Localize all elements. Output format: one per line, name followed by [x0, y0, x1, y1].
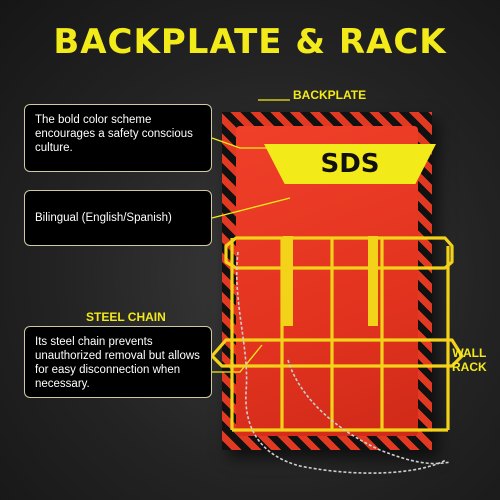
sds-text: SDS — [320, 149, 380, 179]
callout-color-scheme: The bold color scheme encourages a safet… — [24, 104, 212, 172]
callout-bilingual: Bilingual (English/Spanish) — [24, 190, 212, 246]
rack-label: RACK — [452, 360, 487, 374]
sds-banner: SDS — [264, 144, 436, 184]
connector-line-1 — [211, 137, 300, 149]
headline: BACKPLATE & RACK — [53, 22, 447, 62]
wall-rack-icon — [210, 236, 464, 432]
wall-rack-label: WALL RACK — [452, 346, 487, 374]
connector-line-2 — [211, 197, 291, 219]
wall-label: WALL — [452, 346, 487, 360]
steel-chain-label: STEEL CHAIN — [86, 310, 166, 324]
backplate-board: SDS — [222, 112, 436, 450]
backplate-label: BACKPLATE — [293, 88, 367, 102]
steel-chain-icon — [235, 251, 451, 474]
connector-line-3 — [212, 344, 263, 373]
callout-steel-chain: Its steel chain prevents unauthorized re… — [24, 326, 212, 398]
backplate-panel: SDS — [236, 126, 436, 436]
